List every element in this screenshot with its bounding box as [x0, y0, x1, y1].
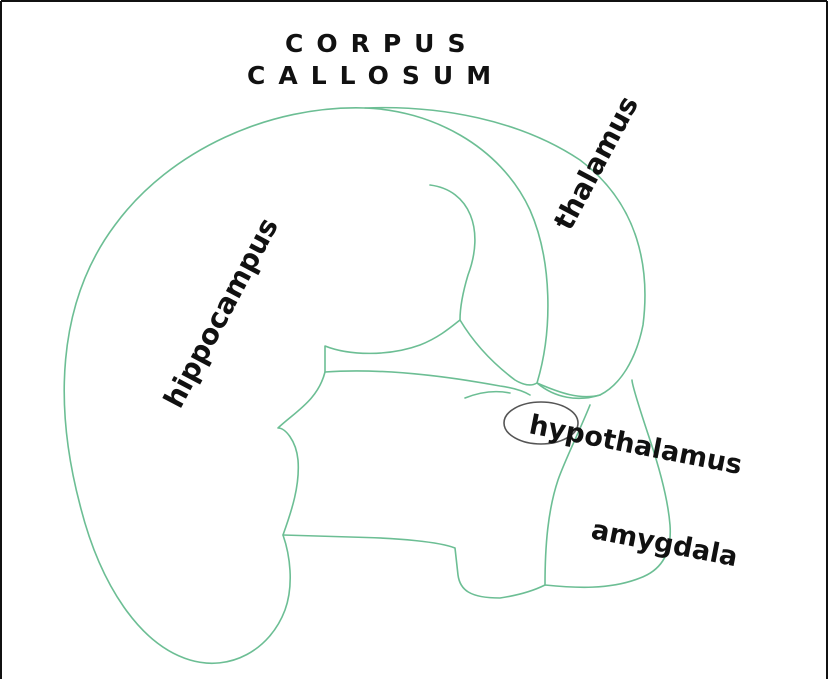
- title-line-2: CALLOSUM: [247, 61, 504, 90]
- title-line-1: CORPUS: [285, 29, 478, 58]
- label-thalamus: thalamus: [547, 90, 645, 235]
- label-hypothalamus: hypothalamus: [527, 409, 745, 481]
- label-hippocampus: hippocampus: [157, 212, 285, 413]
- hippocampus-outline: [64, 108, 548, 663]
- label-amygdala: amygdala: [589, 514, 741, 573]
- lower-region-outline: [283, 380, 670, 598]
- leaf-stroke: [465, 392, 510, 398]
- fornix-arch: [430, 185, 537, 385]
